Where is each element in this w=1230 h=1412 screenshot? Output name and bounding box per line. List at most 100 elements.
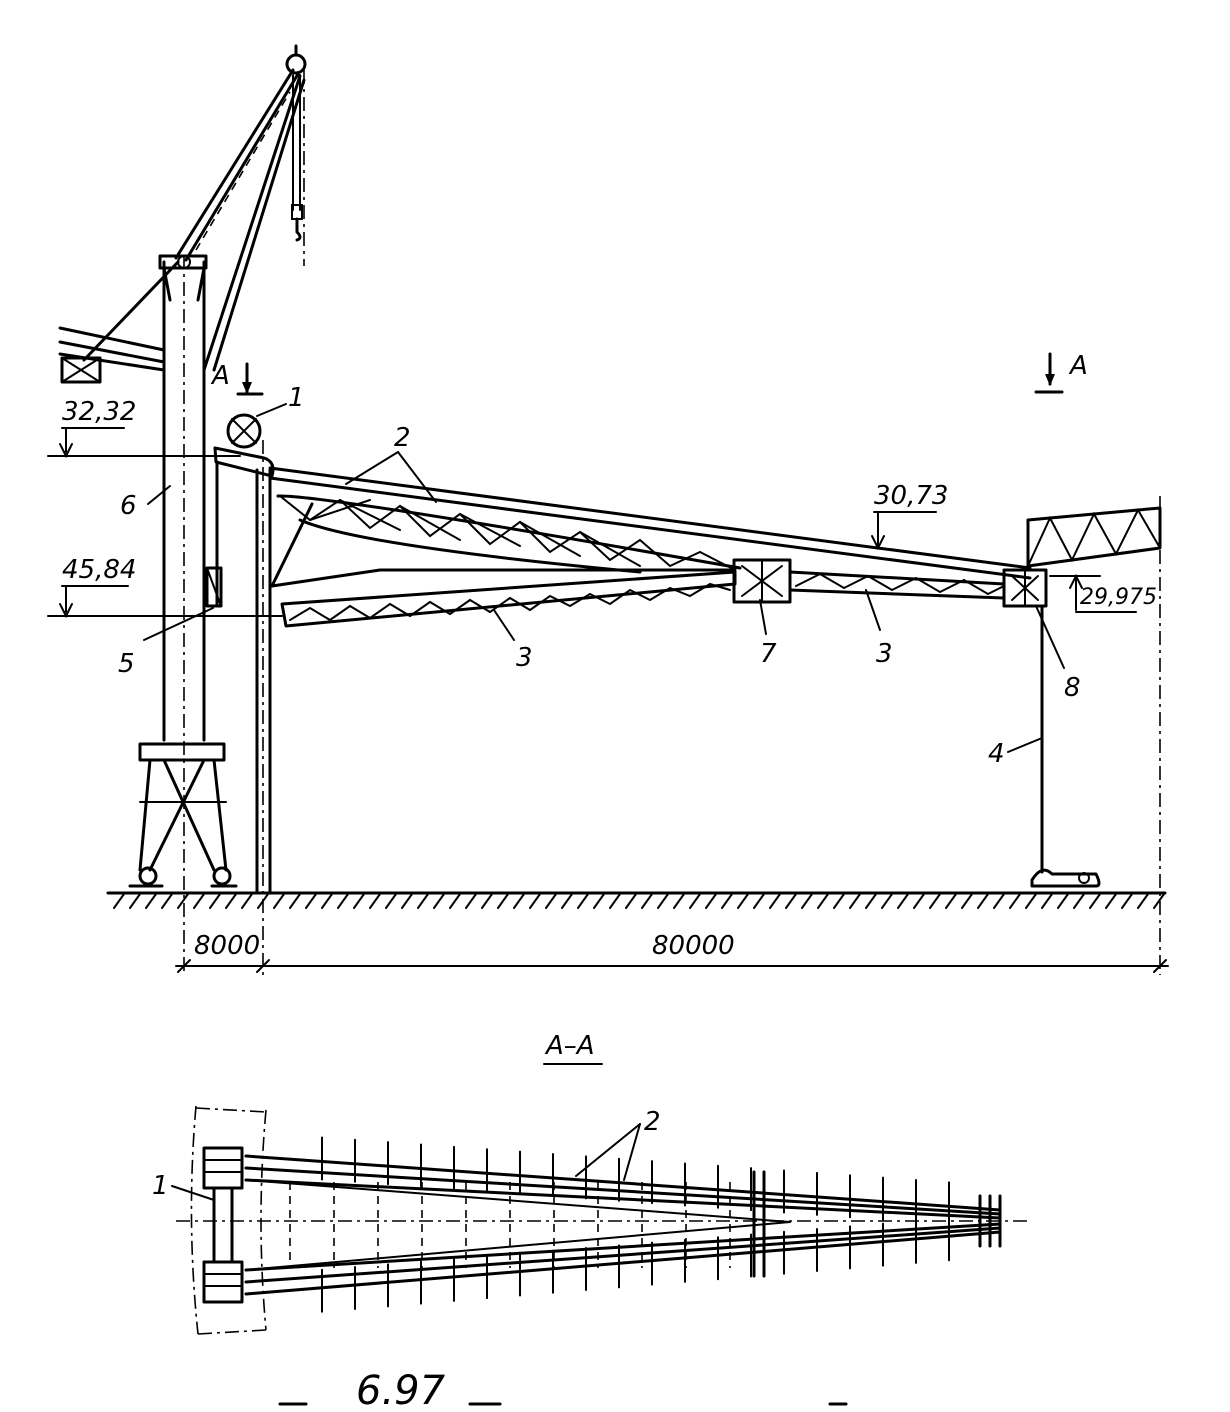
item-5-block [205,566,223,608]
ground-hatch [465,893,477,909]
elevation-mark-2: 45,84 [47,555,283,619]
elevation-mark-3: 30,73 [871,481,948,551]
ground-hatch [801,893,813,909]
ground-hatch [945,893,957,909]
section-title-text: А–А [544,1031,595,1061]
ground-hatch [849,893,861,909]
ground-hatch [593,893,605,909]
ground-hatch [993,893,1005,909]
elevation-label-2: 45,84 [62,555,136,585]
ground-hatch [881,893,893,909]
ground-hatch [1025,893,1037,909]
lower-console-left [280,570,737,628]
ground-hatch [929,893,941,909]
dimension-line: 8000 80000 [175,931,1169,973]
ground-hatch [337,893,349,909]
upper-console-truss [268,466,1032,588]
ground-hatch [625,893,637,909]
ground-hatch [609,893,621,909]
label-7: 7 [760,639,777,669]
ground-hatch [1057,893,1069,909]
ground-hatch [1105,893,1117,909]
ground-hatch [977,893,989,909]
ground-hatch [577,893,589,909]
label-4: 4 [988,739,1005,769]
ground-hatch [161,893,173,909]
elevation-mark-1: 32,32 [47,397,241,459]
ground-hatch [833,893,845,909]
ground-hatch [513,893,525,909]
section-letter-right: А [1068,351,1088,381]
ground-hatch [129,893,141,909]
label-1: 1 [288,383,305,413]
ground-hatch [561,893,573,909]
ground-hatch [737,893,749,909]
ground-hatch [529,893,541,909]
elevation-label-3: 30,73 [874,481,948,511]
ground-hatch [657,893,669,909]
ground-hatch [545,893,557,909]
ground-hatch [225,893,237,909]
ground-hatch [369,893,381,909]
ground-hatch [321,893,333,909]
elevation-label-4: 29,975 [1080,585,1157,610]
ground-hatch [769,893,781,909]
ground-hatch [961,893,973,909]
label-3-left: 3 [516,643,533,673]
ground-hatch [177,893,189,909]
dimension-80000: 80000 [652,931,735,961]
ground [106,891,1167,909]
node-7 [732,558,792,604]
ground-hatch [721,893,733,909]
ground-hatch [1009,893,1021,909]
section-letter-left: А [210,361,230,391]
callouts: 1 2 3 3 4 5 6 7 8 [118,383,1081,769]
ground-hatch [289,893,301,909]
winch-1-icon [226,413,262,449]
ground-hatch [1041,893,1053,909]
ground-hatch [353,893,365,909]
label-2: 2 [394,423,411,453]
figure-caption: 6.97 [278,1368,848,1412]
ground-hatch [497,893,509,909]
dimension-8000: 8000 [194,931,260,961]
node-8 [1002,568,1048,608]
ground-hatch [753,893,765,909]
ground-hatch [1089,893,1101,909]
label-3-right: 3 [876,639,893,669]
ground-hatch [417,893,429,909]
ground-hatch [1137,893,1149,909]
ground-hatch [641,893,653,909]
tower-crane [58,44,307,975]
ground-hatch [449,893,461,909]
adjacent-roof-truss [1026,506,1162,568]
elevation-label-1: 32,32 [62,397,136,427]
ground-hatch [705,893,717,909]
ground-hatch [209,893,221,909]
elevation-mark-4: 29,975 [1049,573,1157,613]
label-6: 6 [120,491,137,521]
ground-hatch [785,893,797,909]
ground-hatch [145,893,157,909]
ground-hatch [913,893,925,909]
ground-hatch [113,893,125,909]
section-mark-left: А [210,361,264,396]
label-5: 5 [118,649,135,679]
left-support-column [205,413,275,975]
ground-hatch [193,893,205,909]
ground-hatch [1121,893,1133,909]
plan-label-1: 1 [152,1171,169,1201]
ground-hatch [865,893,877,909]
ground-hatch [241,893,253,909]
ground-hatch [689,893,701,909]
ground-hatch [673,893,685,909]
ground-hatch [817,893,829,909]
ground-hatch [1073,893,1085,909]
ground-hatch [273,893,285,909]
ground-hatch [481,893,493,909]
figure-number: 6.97 [356,1368,446,1412]
ground-hatch [385,893,397,909]
plan-view: 1 2 [152,1105,1030,1335]
ground-hatch [401,893,413,909]
